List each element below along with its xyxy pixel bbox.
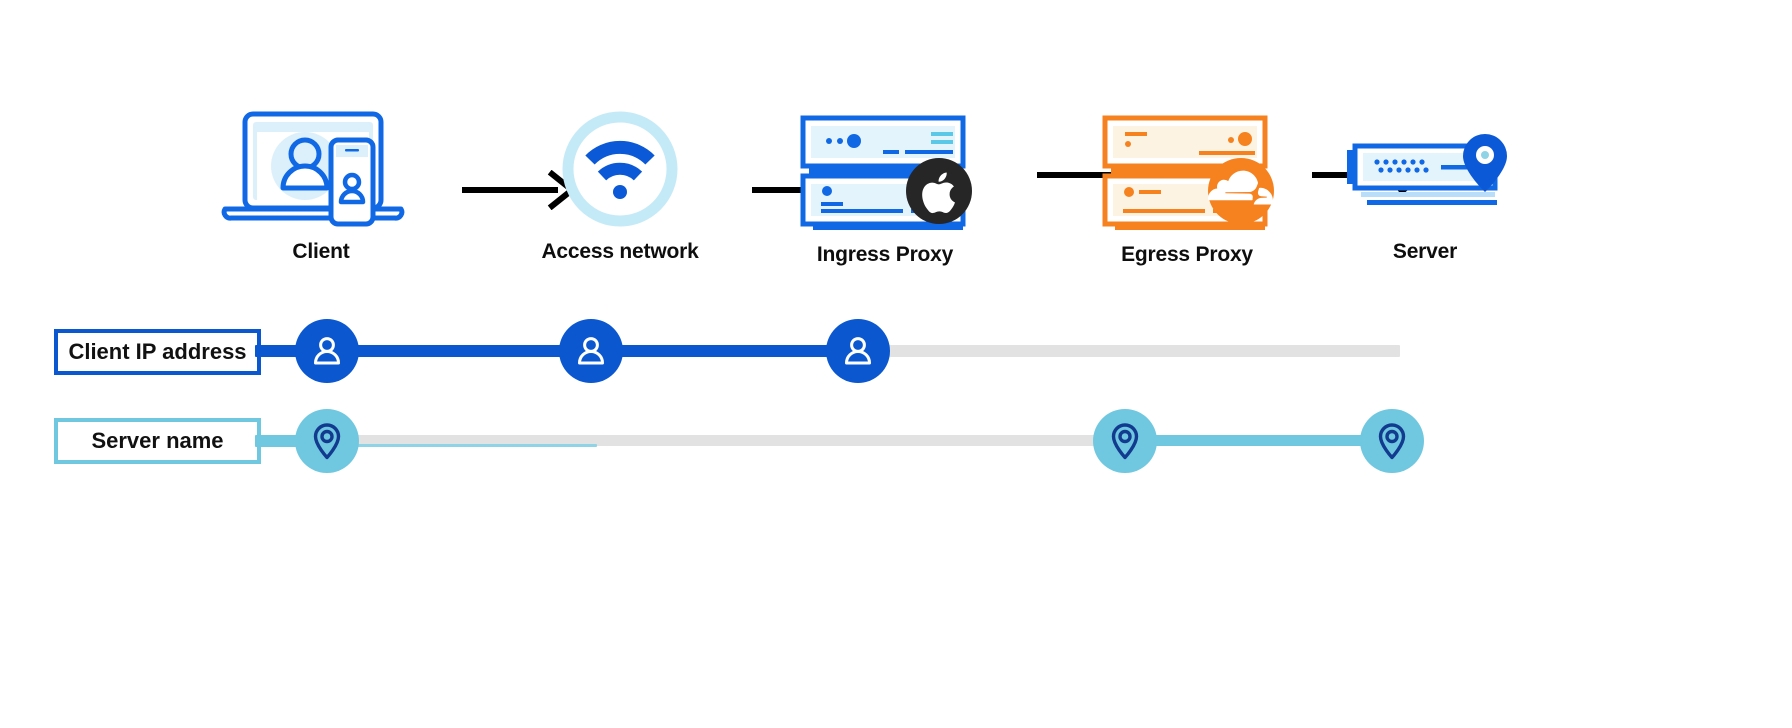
- server-rack-icon: [1102, 115, 1268, 230]
- cloudflare-logo-icon: [1208, 158, 1274, 224]
- pipeline-node-server: Server: [1300, 110, 1550, 264]
- lane-label-box-client-ip-address: Client IP address: [54, 329, 261, 375]
- person-icon: [845, 337, 871, 365]
- pipeline-node-label: Egress Proxy: [1121, 243, 1253, 266]
- ingress-proxy-art: [760, 110, 1010, 240]
- lane-track-inactive: [880, 345, 1400, 357]
- lane-track-faint: [352, 444, 597, 447]
- server-pin-icon: [1347, 134, 1507, 205]
- person-icon: [578, 337, 604, 365]
- egress-proxy-art: [1062, 110, 1312, 240]
- pipeline-node-label: Ingress Proxy: [816, 243, 954, 266]
- pipeline-node-ingress-proxy: Ingress Proxy: [760, 110, 1010, 267]
- lane-label-box-server-name: Server name: [54, 418, 261, 464]
- lane-node-ingress-proxy: [826, 319, 890, 383]
- apple-logo-icon: [906, 158, 972, 224]
- lane-label-text: Server name: [91, 428, 224, 453]
- person-icon: [314, 337, 340, 365]
- pipeline-node-label: Client: [292, 240, 350, 263]
- laptop-phone-user-icon: [221, 111, 405, 227]
- lane-label-text: Client IP address: [68, 339, 247, 364]
- lane-track-active: [1140, 435, 1390, 446]
- wifi-circle-icon: [562, 111, 678, 227]
- lane-node-server: [1360, 409, 1424, 473]
- pipeline-node-access-network: Access network: [485, 110, 755, 264]
- lane-node-client: [295, 409, 359, 473]
- client-art: [196, 110, 446, 240]
- pipeline-node-egress-proxy: Egress Proxy: [1062, 110, 1312, 267]
- location-pin-icon: [313, 423, 341, 460]
- pipeline-node-label: Server: [1392, 240, 1458, 263]
- pipeline-node-label: Access network: [541, 240, 699, 263]
- location-pin-icon: [1378, 423, 1406, 460]
- lane-node-egress-proxy: [1093, 409, 1157, 473]
- lane-track-inactive: [352, 435, 1122, 446]
- access-network-art: [485, 110, 755, 240]
- lane-node-client: [295, 319, 359, 383]
- server-art: [1300, 110, 1550, 240]
- location-pin-icon: [1111, 423, 1139, 460]
- lane-node-access-network: [559, 319, 623, 383]
- pipeline-node-client: Client: [196, 110, 446, 264]
